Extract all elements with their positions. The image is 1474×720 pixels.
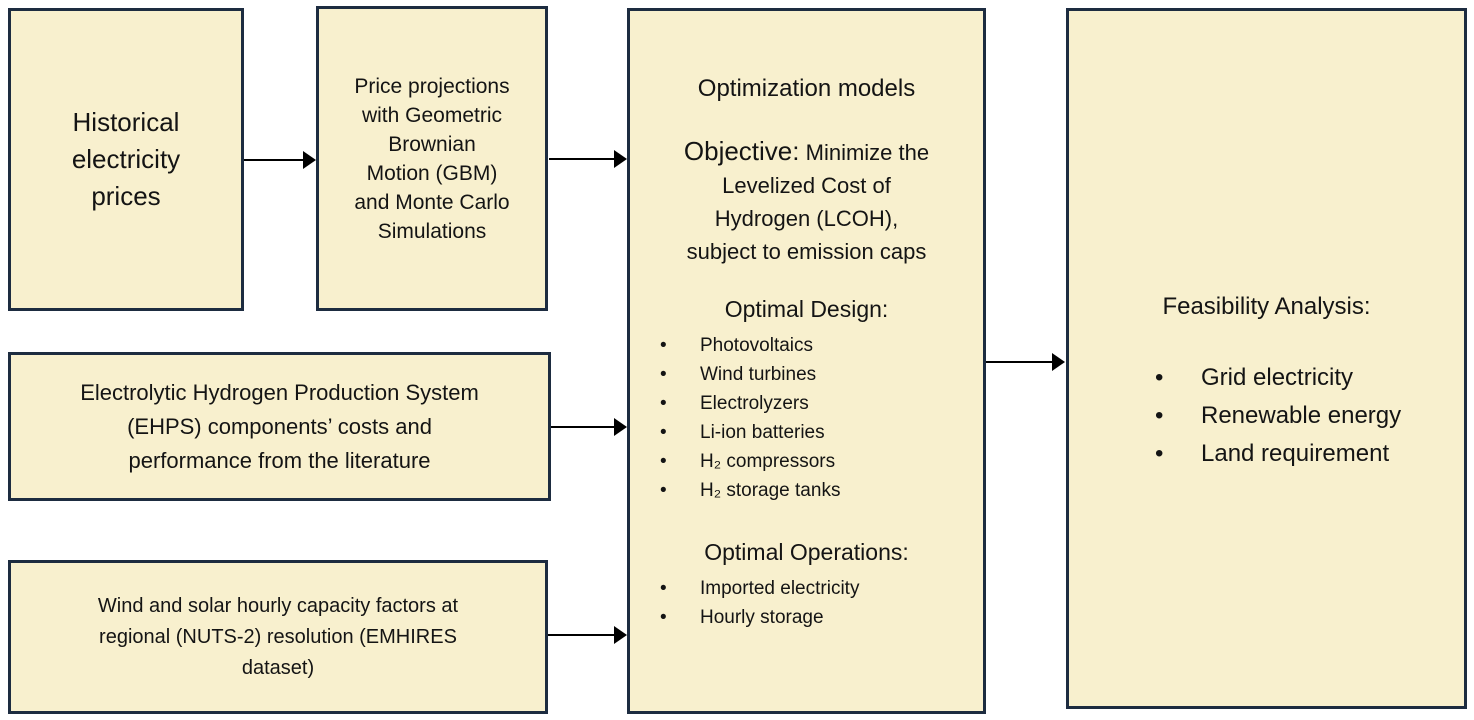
bullet-icon <box>660 418 700 447</box>
feasibility-title: Feasibility Analysis: <box>1162 293 1371 320</box>
optimal-operations-list: Imported electricityHourly storage <box>630 574 983 632</box>
capacity-factors-label: Wind and solar hourly capacity factors a… <box>97 594 459 679</box>
list-item: H₂ storage tanks <box>660 476 983 505</box>
optimal-design-list: PhotovoltaicsWind turbinesElectrolyzersL… <box>630 331 983 505</box>
historical-prices-label: Historical electricity prices <box>71 107 181 211</box>
optimization-title: Optimization models <box>697 75 916 102</box>
bullet-icon <box>660 389 700 418</box>
bullet-icon <box>1155 397 1201 435</box>
list-item: Land requirement <box>1155 435 1464 473</box>
bullet-icon <box>660 447 700 476</box>
box-ehps-components: Electrolytic Hydrogen Production System … <box>8 352 551 501</box>
box-optimization-models: Optimization models Objective: Minimize … <box>627 8 986 714</box>
objective-text: Minimize the Levelized Cost of Hydrogen … <box>686 140 930 264</box>
bullet-icon <box>660 476 700 505</box>
list-item: Grid electricity <box>1155 359 1464 397</box>
arrow-projections-to-optimization <box>549 150 627 168</box>
bullet-icon <box>660 603 700 632</box>
ehps-components-label: Electrolytic Hydrogen Production System … <box>80 379 479 473</box>
bullet-icon <box>1155 359 1201 397</box>
optimization-objective: Objective: Minimize the Levelized Cost o… <box>630 135 983 268</box>
arrow-capacity-to-optimization <box>548 626 627 644</box>
list-item: Li-ion batteries <box>660 418 983 447</box>
box-historical-prices: Historical electricity prices <box>8 8 244 311</box>
box-price-projections: Price projections with Geometric Brownia… <box>316 6 548 311</box>
list-item: Renewable energy <box>1155 397 1464 435</box>
objective-label: Objective: <box>683 136 800 166</box>
optimal-operations-heading: Optimal Operations: <box>704 539 909 565</box>
box-feasibility-analysis: Feasibility Analysis: Grid electricityRe… <box>1066 8 1467 709</box>
arrow-ehps-to-optimization <box>551 418 627 436</box>
list-item: Electrolyzers <box>660 389 983 418</box>
bullet-icon <box>660 331 700 360</box>
list-item: Wind turbines <box>660 360 983 389</box>
bullet-icon <box>660 574 700 603</box>
list-item: Imported electricity <box>660 574 983 603</box>
list-item: H₂ compressors <box>660 447 983 476</box>
bullet-icon <box>1155 435 1201 473</box>
optimal-design-heading: Optimal Design: <box>724 296 889 322</box>
box-capacity-factors: Wind and solar hourly capacity factors a… <box>8 560 548 714</box>
arrow-historical-to-projections <box>244 151 316 169</box>
price-projections-label: Price projections with Geometric Brownia… <box>354 74 510 243</box>
arrow-optimization-to-feasibility <box>986 353 1065 371</box>
bullet-icon <box>660 360 700 389</box>
list-item: Hourly storage <box>660 603 983 632</box>
feasibility-list: Grid electricityRenewable energyLand req… <box>1069 359 1464 473</box>
list-item: Photovoltaics <box>660 331 983 360</box>
